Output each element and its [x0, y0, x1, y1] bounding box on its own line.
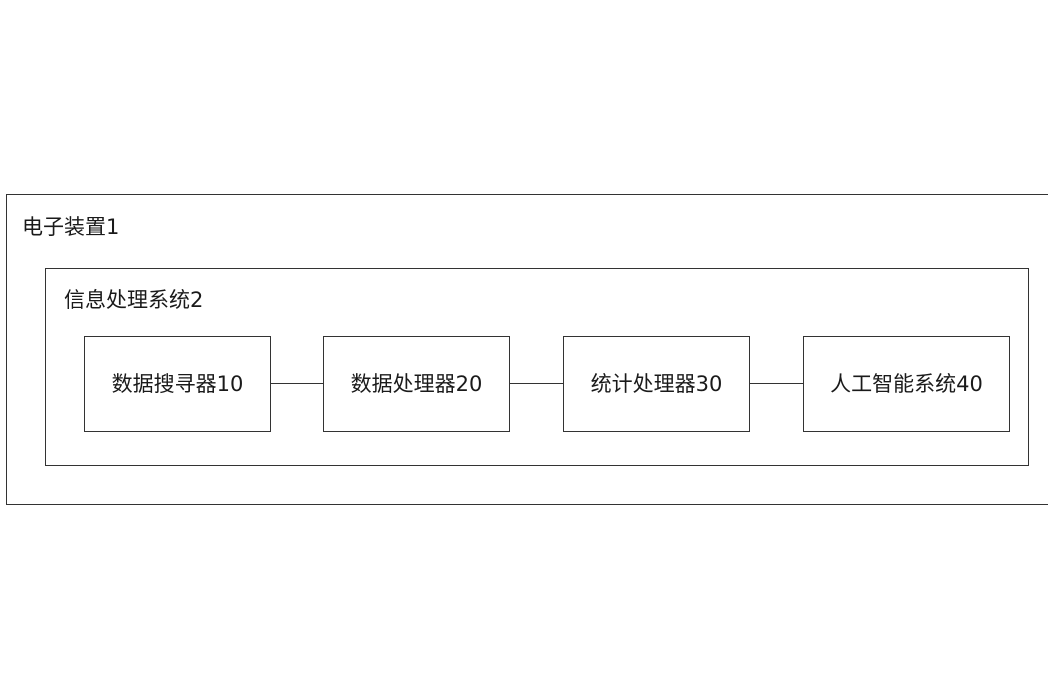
data-searcher-label: 数据搜寻器10	[111, 372, 244, 396]
electronic-device-label: 电子装置1	[22, 215, 120, 239]
statistics-processor-label: 统计处理器30	[590, 372, 723, 396]
connector-statistics-to-ai	[750, 383, 803, 384]
information-processing-system-container	[45, 268, 1029, 466]
connector-processor-to-statistics	[510, 383, 563, 384]
data-processor-box: 数据处理器20	[323, 336, 510, 432]
data-processor-label: 数据处理器20	[350, 372, 483, 396]
electronic-device-container	[6, 194, 1048, 505]
statistics-processor-box: 统计处理器30	[563, 336, 750, 432]
ai-system-label: 人工智能系统40	[830, 372, 983, 396]
information-processing-system-label: 信息处理系统2	[64, 288, 204, 312]
ai-system-box: 人工智能系统40	[803, 336, 1010, 432]
data-searcher-box: 数据搜寻器10	[84, 336, 271, 432]
connector-searcher-to-processor	[271, 383, 323, 384]
